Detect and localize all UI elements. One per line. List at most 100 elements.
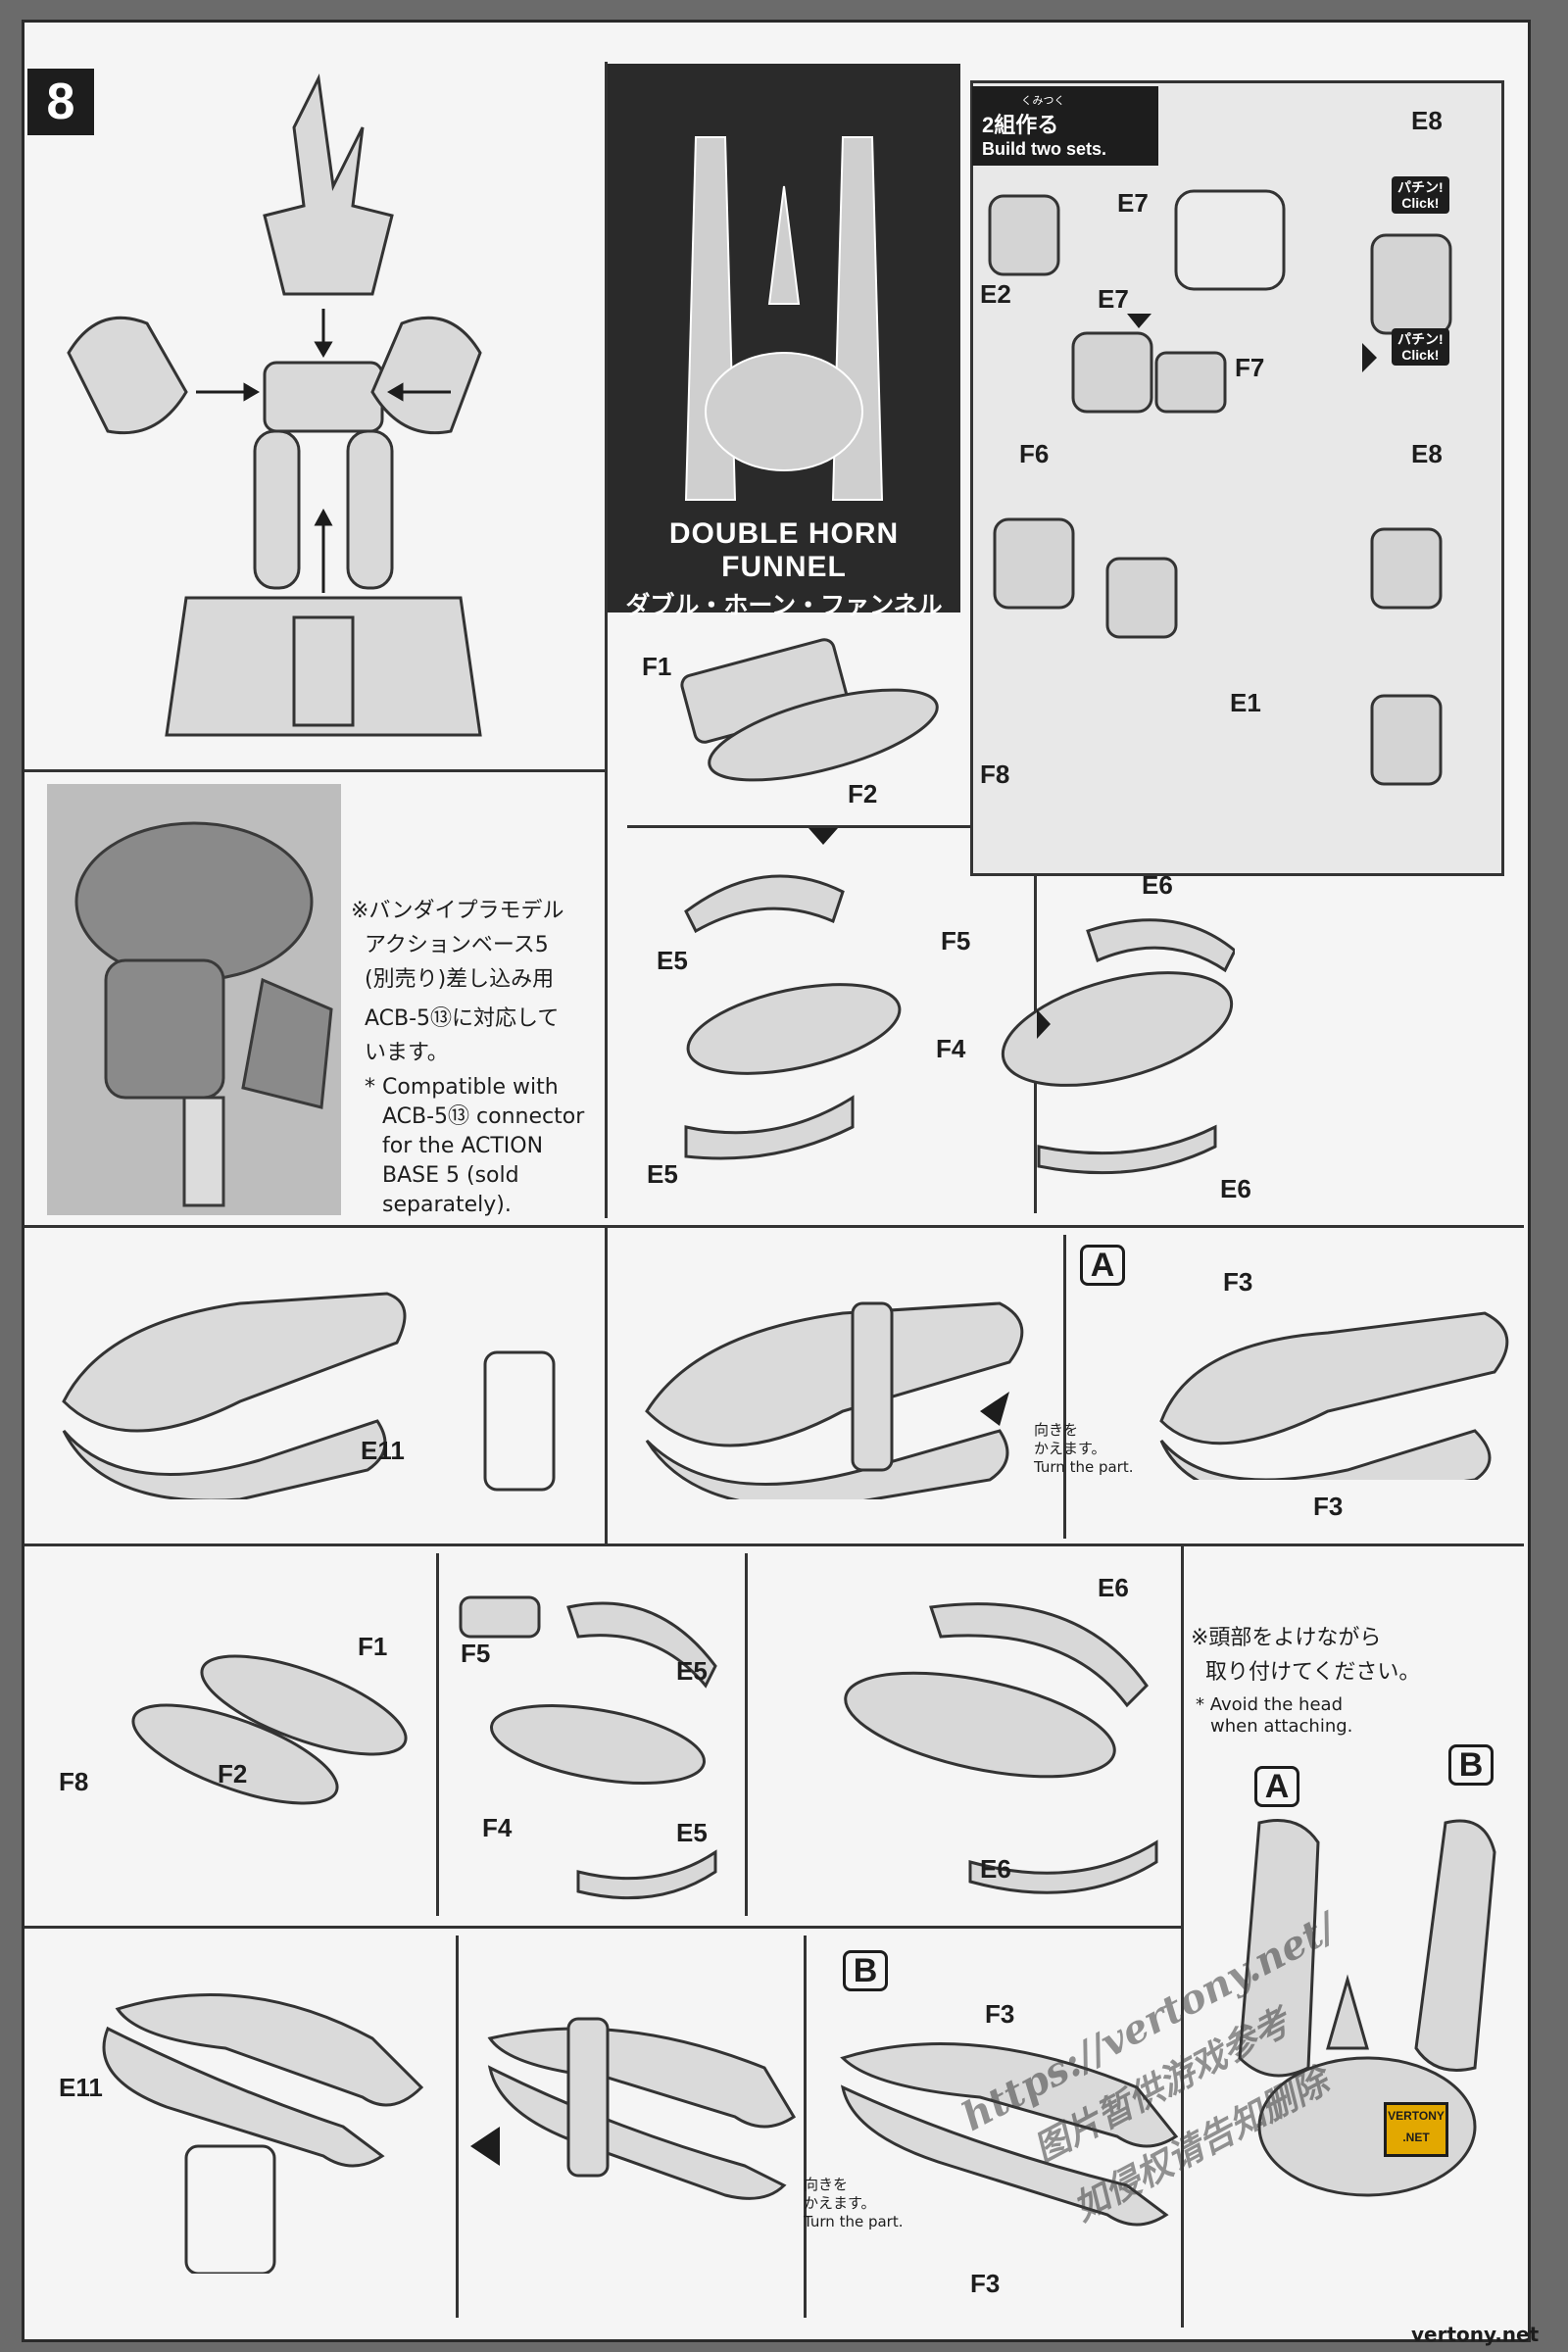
funnel-title: DOUBLE HORN FUNNEL ダブル・ホーン・ファンネル (608, 517, 960, 621)
letter-b-badge: B (843, 1950, 888, 1991)
double-horn-funnel-panel (608, 64, 960, 612)
funnel-f3-illustration-b (840, 2042, 1179, 2227)
part-label: F8 (980, 760, 1010, 789)
divider-row-b-col2 (745, 1553, 748, 1916)
divider-row-c-col2 (804, 1936, 807, 2318)
divider-row-b-col1 (436, 1553, 439, 1916)
funnel-rotate-illustration-a (645, 1301, 1024, 1499)
funnel-hero-illustration (684, 136, 884, 501)
action-base-note-jp-5: います。 (365, 1041, 449, 1065)
build-ruby: くみつく (1021, 95, 1065, 107)
part-label: F4 (936, 1034, 966, 1063)
part-label: E6 (980, 1854, 1011, 1884)
action-base-photo (47, 784, 341, 1215)
part-label: F2 (218, 1759, 248, 1788)
build-two-sets-badge: くみつく 2組作る Build two sets. (972, 86, 1158, 166)
funnel-f3-illustration-a (1159, 1311, 1509, 1480)
action-base-note-jp-3: (別売り)差し込み用 (365, 967, 555, 992)
footer-url: vertony.net (1411, 2323, 1540, 2346)
build-sets-illustration (988, 189, 1452, 786)
part-label: F3 (985, 1999, 1015, 2029)
part-label: F3 (1313, 1492, 1344, 1521)
head-note-jp-2: 取り付けてください。 (1205, 1660, 1421, 1685)
part-label: E7 (1117, 188, 1149, 218)
part-label: E11 (59, 2073, 103, 2102)
part-label: F5 (941, 926, 971, 956)
head-note-jp-1: ※頭部をよけながら (1191, 1626, 1382, 1650)
part-label: E7 (1098, 284, 1129, 314)
action-base-note-jp-1: ※バンダイプラモデル (351, 899, 564, 923)
head-note-en-2: when attaching. (1210, 1716, 1353, 1737)
turn-a-jp-2: かえます。 (1034, 1440, 1106, 1457)
action-base-note-en-1: * Compatible with (365, 1075, 559, 1100)
turn-b-jp-2: かえます。 (804, 2194, 876, 2212)
funnel-rotate-illustration-b (470, 2017, 797, 2200)
part-label: F3 (1223, 1267, 1253, 1297)
divider-row-a-col2 (1063, 1235, 1066, 1539)
part-label: F3 (970, 2269, 1001, 2298)
letter-a-final: A (1254, 1766, 1299, 1807)
step8-assembly-illustration (67, 73, 482, 737)
click-en-1: Click! (1401, 195, 1440, 211)
letter-a-badge: A (1080, 1245, 1125, 1286)
action-base-note-en-5: separately). (382, 1193, 512, 1217)
part-label: E5 (657, 946, 688, 975)
part-label: E5 (647, 1159, 678, 1189)
action-base-note-en-4: BASE 5 (sold (382, 1163, 519, 1188)
part-label: F1 (358, 1632, 388, 1661)
step-number-8: 8 (27, 69, 94, 135)
action-base-note-jp-2: アクションベース5 (365, 933, 549, 957)
funnel-title-jp: ダブル・ホーン・ファンネル (625, 592, 943, 619)
divider-row-b (24, 1544, 1524, 1546)
part-label: E1 (1230, 688, 1261, 717)
head-note-en-1: * Avoid the head (1196, 1694, 1343, 1715)
funnel-core-assembly-illustration (680, 638, 1235, 1175)
part-label: E8 (1411, 106, 1443, 135)
final-attach-illustration (1238, 1819, 1496, 2197)
divider-step8-split (24, 769, 605, 772)
click-tag-2: パチン! Click! (1392, 328, 1449, 366)
part-label: F6 (1019, 439, 1050, 468)
funnel-e11-illustration (62, 1292, 556, 1499)
part-label: E2 (980, 279, 1011, 309)
turn-part-note-a: 向きを かえます。 Turn the part. (1034, 1421, 1142, 1477)
click-en-2: Click! (1401, 347, 1440, 363)
part-label: E6 (1220, 1174, 1251, 1203)
funnel-e11-illustration-b (102, 1992, 424, 2274)
part-label: F2 (848, 779, 878, 808)
part-label: E5 (676, 1656, 708, 1686)
part-label: E11 (361, 1436, 405, 1465)
letter-b-final: B (1448, 1744, 1494, 1786)
part-label: E6 (1098, 1573, 1129, 1602)
click-jp-2: パチン! (1397, 331, 1444, 347)
vertony-logo: VERTONY .NET (1384, 2102, 1448, 2157)
second-funnel-core-illustration (131, 1595, 1158, 1900)
turn-a-jp-1: 向きを (1034, 1421, 1079, 1439)
divider-vertical-8-9 (605, 62, 608, 1218)
part-label: F4 (482, 1813, 513, 1842)
turn-part-note-b: 向きを かえます。 Turn the part. (804, 2176, 911, 2231)
build-two-sets-jp: 2組作る (982, 113, 1059, 137)
turn-a-en: Turn the part. (1034, 1458, 1134, 1476)
divider-row-c-col1 (456, 1936, 459, 2318)
part-label: F5 (461, 1639, 491, 1668)
logo-line-2: .NET (1402, 2131, 1430, 2144)
divider-row-a-col (605, 1225, 608, 1544)
divider-row-c (24, 1926, 1181, 1929)
logo-line-1: VERTONY (1388, 2109, 1445, 2123)
build-two-sets-en: Build two sets. (982, 139, 1107, 159)
divider-col-b (1181, 1544, 1184, 2328)
action-base-note-jp-4: ACB-5⑬に対応して (365, 1006, 560, 1031)
part-label: E5 (676, 1818, 708, 1847)
turn-b-jp-1: 向きを (804, 2176, 849, 2193)
divider-row-a (24, 1225, 1524, 1228)
funnel-title-en: DOUBLE HORN FUNNEL (668, 517, 900, 583)
click-jp-1: パチン! (1397, 179, 1444, 195)
part-label: E8 (1411, 439, 1443, 468)
part-label: F8 (59, 1767, 89, 1796)
action-base-note-en-2: ACB-5⑬ connector (382, 1104, 585, 1129)
click-tag-1: パチン! Click! (1392, 176, 1449, 214)
action-base-note-en-3: for the ACTION (382, 1134, 544, 1158)
part-label: F1 (642, 652, 672, 681)
part-label: E6 (1142, 870, 1173, 900)
